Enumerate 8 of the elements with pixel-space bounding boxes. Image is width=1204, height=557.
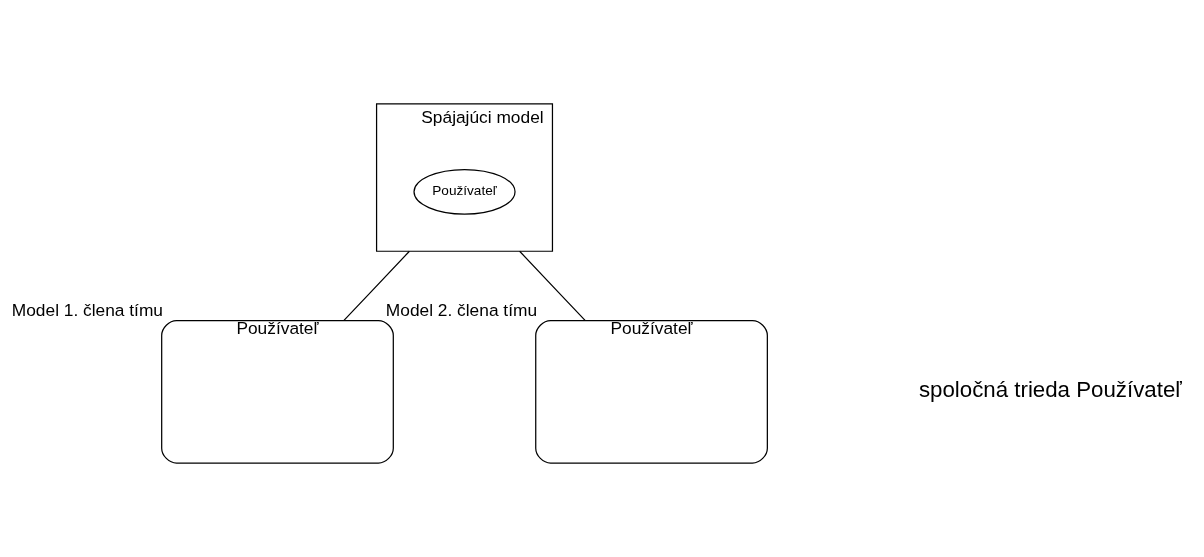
node-ellipse: Používateľ — [413, 168, 516, 215]
node-label: Model 2. člena tímu — [385, 299, 538, 320]
node-box: Používateľ — [535, 320, 768, 464]
connector — [343, 250, 411, 321]
node-label: Model 1. člena tímu — [11, 299, 163, 320]
connector — [519, 250, 586, 321]
label: spoločná trieda Používateľ — [918, 377, 1182, 403]
node-box: Používateľ — [161, 320, 394, 464]
